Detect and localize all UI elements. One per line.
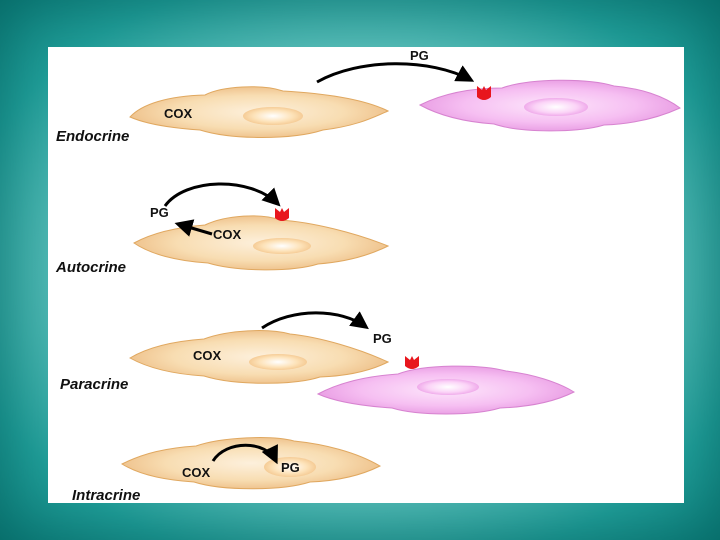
paracrine-receptor-icon — [405, 356, 419, 369]
autocrine-nucleus — [253, 238, 311, 254]
autocrine-pg-release-arrow — [174, 219, 213, 237]
autocrine-loop-arrow — [163, 182, 281, 207]
intracrine-cox-label: COX — [182, 465, 211, 480]
autocrine-pg-label: PG — [150, 205, 169, 220]
paracrine-pg-label: PG — [373, 331, 392, 346]
paracrine-panel: COX PG Paracrine — [60, 311, 576, 415]
endocrine-pg-arrow — [316, 62, 475, 84]
endocrine-pg-label: PG — [410, 48, 429, 63]
intracrine-cell — [120, 437, 382, 490]
endocrine-panel: COX PG Endocrine — [56, 48, 681, 145]
endocrine-cox-label: COX — [164, 106, 193, 121]
autocrine-receptor-icon — [275, 208, 289, 221]
intracrine-panel: COX PG Intracrine — [72, 437, 382, 504]
autocrine-mode-label: Autocrine — [55, 259, 126, 276]
endocrine-target-nucleus — [524, 98, 588, 116]
intracrine-pg-label: PG — [281, 460, 300, 475]
paracrine-target-nucleus — [417, 379, 479, 395]
endocrine-source-nucleus — [243, 107, 303, 125]
paracrine-source-nucleus — [249, 354, 307, 370]
endocrine-receptor-icon — [477, 86, 491, 100]
intracrine-mode-label: Intracrine — [72, 487, 140, 504]
autocrine-cox-label: COX — [213, 227, 242, 242]
endocrine-mode-label: Endocrine — [56, 128, 129, 145]
paracrine-mode-label: Paracrine — [60, 376, 128, 393]
paracrine-cox-label: COX — [193, 348, 222, 363]
intracrine-pg-arrow — [211, 443, 278, 465]
autocrine-panel: PG COX Autocrine — [55, 182, 390, 276]
paracrine-pg-arrow — [261, 311, 369, 330]
